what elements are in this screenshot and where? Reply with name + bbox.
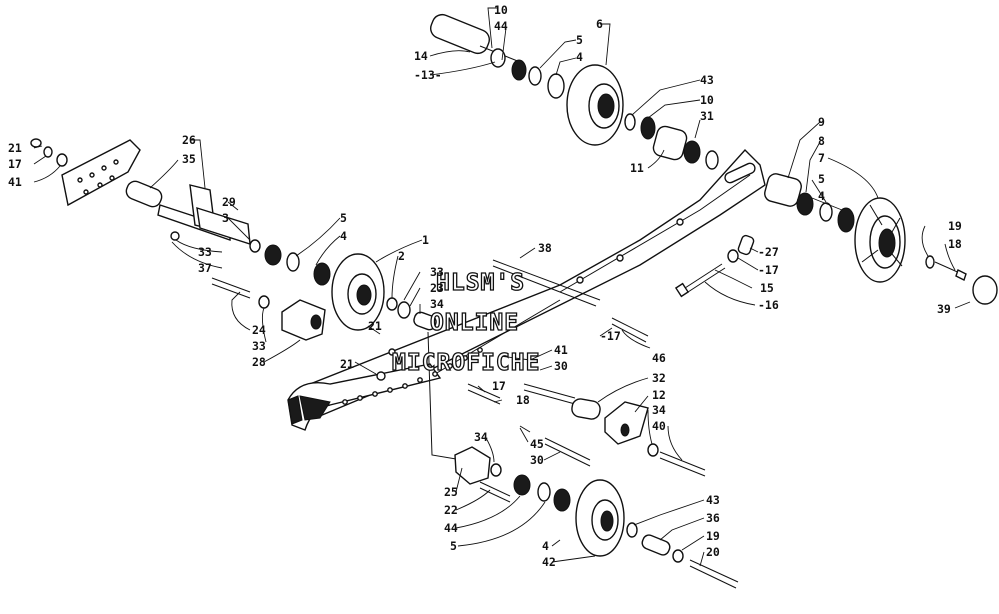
callout-35: 35 <box>182 152 196 166</box>
callout-12: 12 <box>652 388 666 402</box>
callout-19: 19 <box>948 219 962 233</box>
callout-30: 30 <box>530 453 544 467</box>
callout-20: 20 <box>706 545 720 559</box>
callout-11: 11 <box>630 161 644 175</box>
callout-3: 3 <box>222 211 229 225</box>
callout-30: 30 <box>554 359 568 373</box>
idler-wheel-lower <box>427 331 739 589</box>
watermark-line-2: ONLINE <box>430 310 519 336</box>
callout-37: 37 <box>198 261 212 275</box>
callout-17: 17 <box>492 379 506 393</box>
front-arm-holes <box>77 159 119 195</box>
callout-10: 10 <box>700 93 714 107</box>
callout-43: 43 <box>700 73 714 87</box>
callout-labels: 10 44 6 5 4 14 -13- 43 10 31 11 9 8 7 5 … <box>8 3 962 569</box>
callout-5: 5 <box>576 33 583 47</box>
callout-18: 18 <box>516 393 530 407</box>
callout-24: 24 <box>252 323 266 337</box>
callout-40: 40 <box>652 419 666 433</box>
shaft-38 <box>492 259 601 307</box>
callout-34: 34 <box>474 430 488 444</box>
callout-6: 6 <box>596 17 603 31</box>
leader-lines <box>33 7 971 567</box>
callout-10: 10 <box>494 3 508 17</box>
idler-wheel-upper <box>430 13 624 146</box>
axle-upper <box>624 113 719 170</box>
slide-rail <box>61 139 766 431</box>
watermark-line-1: HLSM'S <box>436 270 525 296</box>
callout-5: 5 <box>340 211 347 225</box>
callout-18: 18 <box>948 237 962 251</box>
callout-41: 41 <box>554 343 568 357</box>
callout-33: 33 <box>252 339 266 353</box>
bracket-12 <box>571 398 706 477</box>
callout-14: 14 <box>414 49 428 63</box>
callout-17: -17 <box>758 263 779 277</box>
callout-38: 38 <box>538 241 552 255</box>
callout-7: 7 <box>818 151 825 165</box>
callout-4: 4 <box>576 50 583 64</box>
pivot-block <box>211 277 326 341</box>
callout-31: 31 <box>700 109 714 123</box>
callout-28: 28 <box>252 355 266 369</box>
callout-23: 23 <box>430 281 444 295</box>
callout-21: 21 <box>340 357 354 371</box>
callout-36: 36 <box>706 511 720 525</box>
callout-27: -27 <box>758 245 779 259</box>
callout-8: 8 <box>818 134 825 148</box>
callout-33: 33 <box>198 245 212 259</box>
callout-46: 46 <box>652 351 666 365</box>
callout-32: 32 <box>652 371 666 385</box>
watermark: HLSM'S ONLINE MICROFICHE <box>391 269 540 376</box>
callout-44: 44 <box>444 521 458 535</box>
callout-4: 4 <box>340 229 347 243</box>
callout-21: 21 <box>368 319 382 333</box>
callout-33: 33 <box>430 265 444 279</box>
callout-9: 9 <box>818 115 825 129</box>
rail-holes <box>342 347 483 405</box>
rear-wheel <box>764 173 998 305</box>
callout-34: 34 <box>430 297 444 311</box>
callout-4: 4 <box>818 189 825 203</box>
callout-39: 39 <box>937 302 951 316</box>
callout-1: 1 <box>422 233 429 247</box>
callout-15: 15 <box>760 281 774 295</box>
front-arm-assembly <box>30 138 300 272</box>
callout-22: 22 <box>444 503 458 517</box>
callout-21: 21 <box>8 141 22 155</box>
callout-19: 19 <box>706 529 720 543</box>
callout-44: 44 <box>494 19 508 33</box>
callout-26: 26 <box>182 133 196 147</box>
callout-34: 34 <box>652 403 666 417</box>
callout-43: 43 <box>706 493 720 507</box>
callout-45: 45 <box>530 437 544 451</box>
callout-42: 42 <box>542 555 556 569</box>
callout-16: -16 <box>758 298 779 312</box>
callout-41: 41 <box>8 175 22 189</box>
callout-4: 4 <box>542 539 549 553</box>
watermark-line-3: MICROFICHE <box>392 350 540 376</box>
center-hardware <box>376 348 591 467</box>
callout-29: 29 <box>222 195 236 209</box>
callout-25: 25 <box>444 485 458 499</box>
callout-2: 2 <box>398 249 405 263</box>
callout-17: 17 <box>8 157 22 171</box>
callout-5: 5 <box>818 172 825 186</box>
idler-wheel-front <box>313 253 437 331</box>
callout-17: -17 <box>600 329 621 343</box>
callout-5: 5 <box>450 539 457 553</box>
callout-13: -13- <box>414 68 442 82</box>
